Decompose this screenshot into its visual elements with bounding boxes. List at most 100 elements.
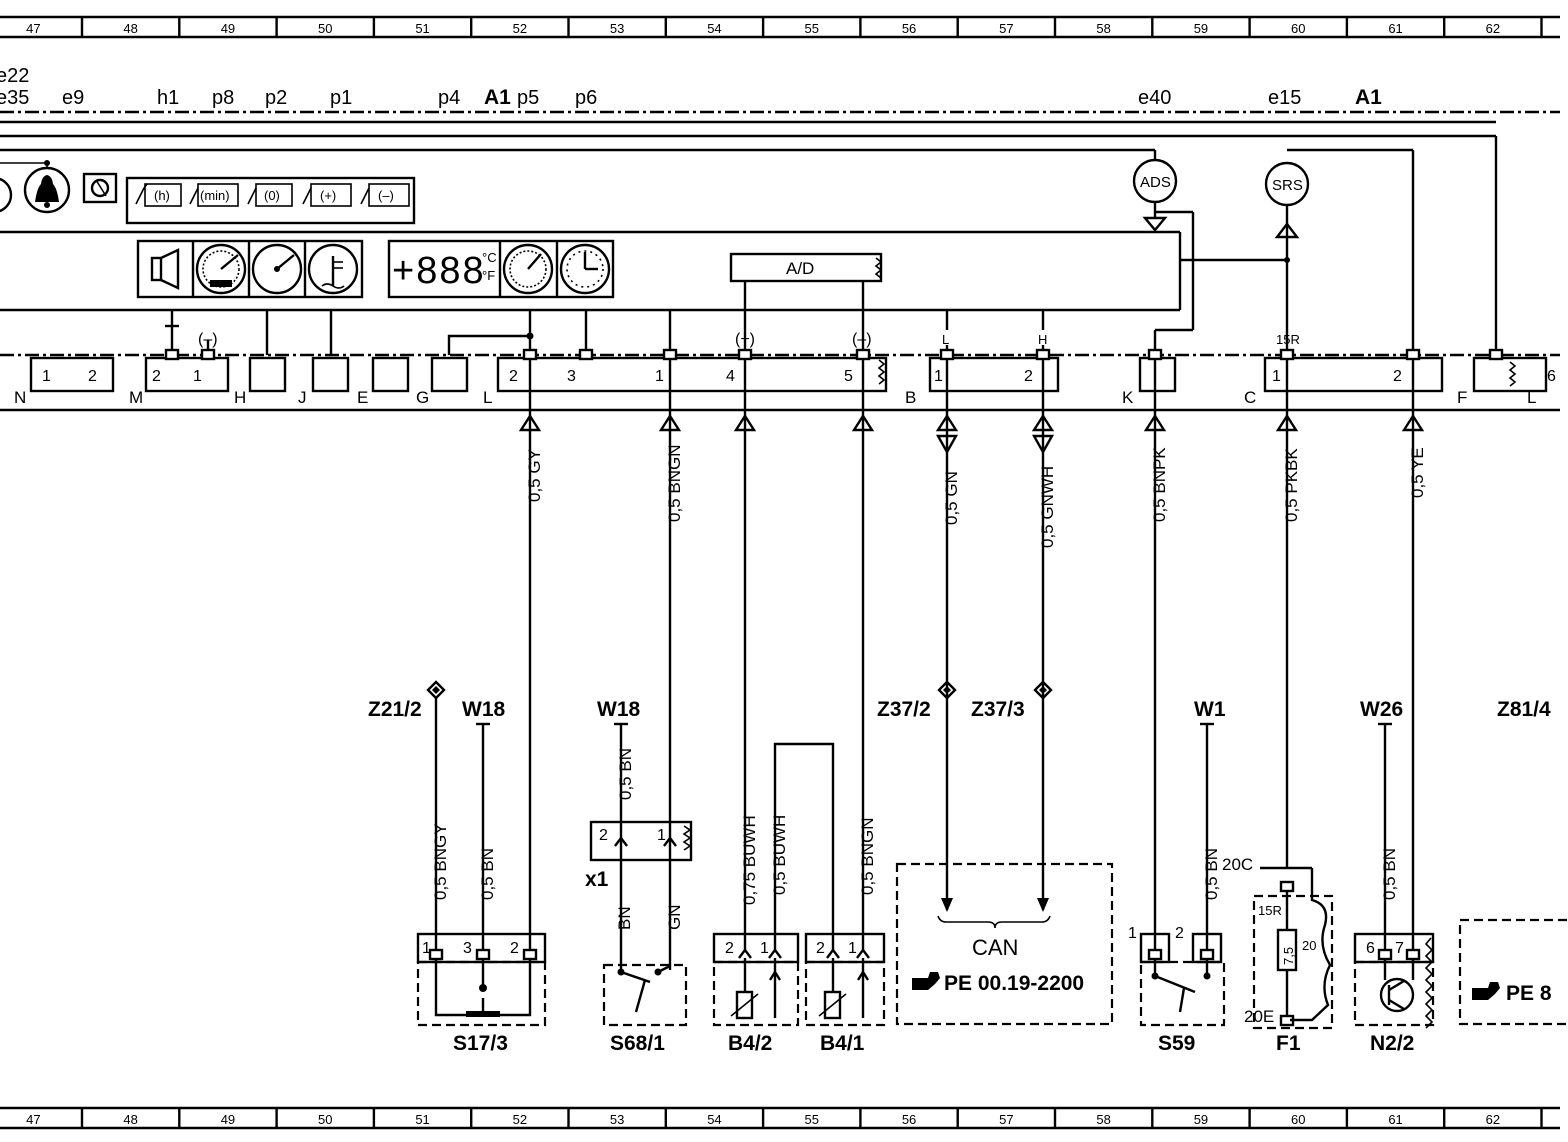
internal-15r: 15R xyxy=(1276,332,1300,347)
srs-label: SRS xyxy=(1272,177,1303,194)
connector-row: N 1 2 M 2 1 H J E G L 2 3 xyxy=(0,348,1560,412)
b4-2-label: B4/2 xyxy=(728,1032,772,1055)
b4-2-pin1: 1 xyxy=(760,940,769,957)
ad-label: A/D xyxy=(786,259,814,278)
connector-c-pin2: 2 xyxy=(1393,368,1402,385)
ruler-top-number: 60 xyxy=(1291,21,1305,36)
wire-pkbk: 0,5 PKBK xyxy=(1282,448,1301,522)
ruler-top-number: 54 xyxy=(707,21,721,36)
wire-bngn-b41: 0,5 BNGN xyxy=(858,818,877,895)
can-ref: PE 00.19-2200 xyxy=(944,972,1084,995)
bell-icon xyxy=(0,160,71,214)
b4-1-group: 0,5 BNGN 2 1 B4/1 xyxy=(804,818,886,1055)
ruler-top-number: 62 xyxy=(1486,21,1500,36)
instrument-cluster: (h) (min) (0) (+) (–) xyxy=(0,148,1415,355)
ruler-top-number: 47 xyxy=(26,21,40,36)
connector-g-label: G xyxy=(416,388,429,407)
wire-bngn: 0,5 BNGN xyxy=(665,445,684,522)
ground-ref-z37-2: Z37/2 xyxy=(877,698,931,721)
b4-2-pin2: 2 xyxy=(725,940,734,957)
warning-lamp-icon xyxy=(0,177,13,213)
ruler-bottom-number: 52 xyxy=(513,1112,527,1127)
internal-plus: (+) xyxy=(735,331,755,348)
button-hours[interactable]: (h) xyxy=(135,183,182,207)
wire-buwh-075: 0,75 BUWH xyxy=(740,815,759,905)
connector-j-label: J xyxy=(298,388,307,407)
button-zero[interactable]: (0) xyxy=(247,183,293,207)
s17-3-label: S17/3 xyxy=(453,1032,508,1055)
connector-f: F L 6 xyxy=(1457,356,1556,407)
button-minus[interactable]: (–) xyxy=(360,183,410,207)
connector-k-label: K xyxy=(1122,388,1134,407)
ground-ref-z37-3: Z37/3 xyxy=(971,698,1025,721)
connector-n-label: N xyxy=(14,388,26,407)
n2-2-pin6: 6 xyxy=(1366,940,1375,957)
temperature-display: +888 xyxy=(392,250,486,292)
ruler-bottom-number: 48 xyxy=(123,1112,137,1127)
signal-row: e22 e35 e9 h1 p8 p2 p1 p4 A1 p5 p6 e40 e… xyxy=(0,65,1560,355)
signal-e35: e35 xyxy=(0,87,29,109)
connector-m-pin2: 2 xyxy=(152,368,161,385)
right-edge-group: Z81/4 PE 8 xyxy=(1458,698,1568,1026)
connector-l: L 2 3 1 4 5 xyxy=(483,356,888,407)
harness-wires: 0,5 GY 0,5 BNGN 0,5 GN 0,5 GNWH 0,5 BNPK xyxy=(518,359,1427,952)
connector-k: K xyxy=(1122,356,1177,407)
wire-bn-n22: 0,5 BN xyxy=(1380,848,1399,900)
button-hours-label: (h) xyxy=(154,188,170,203)
ruler-bottom-number: 58 xyxy=(1096,1112,1110,1127)
connector-b-pin2: 2 xyxy=(1024,368,1033,385)
ruler-bottom-number: 59 xyxy=(1194,1112,1208,1127)
button-minutes[interactable]: (min) xyxy=(189,183,239,207)
b4-2-group: 0,75 BUWH 0,5 BUWH 2 1 B4/2 xyxy=(712,742,835,1055)
ground-ref-w26: W26 xyxy=(1360,698,1403,721)
wire-gn: 0,5 GN xyxy=(942,471,961,525)
connector-l-pin2: 2 xyxy=(509,368,518,385)
connector-b-label: B xyxy=(905,388,916,407)
f1-15r: 15R xyxy=(1258,903,1282,918)
ground-ref-w1: W1 xyxy=(1194,698,1226,721)
s68-1-group: W18 0,5 BN 2 1 x1 BN GN S68/1 xyxy=(585,698,693,1055)
connector-l2-pin6: 6 xyxy=(1547,368,1556,385)
s68-1-label: S68/1 xyxy=(610,1032,665,1055)
button-strip: (h) (min) (0) (+) (–) xyxy=(125,176,416,225)
signal-a1-right: A1 xyxy=(1355,86,1382,109)
ads-module: ADS xyxy=(1132,158,1195,355)
wire-bn-s17: 0,5 BN xyxy=(478,848,497,900)
connector-l-pin3: 3 xyxy=(567,368,576,385)
n2-2-group: W26 0,5 BN 6 7 N2/2 xyxy=(1353,698,1435,1055)
button-plus[interactable]: (+) xyxy=(302,183,352,207)
ruler-top-number: 59 xyxy=(1194,21,1208,36)
clock-icon xyxy=(559,243,611,295)
ruler-bottom-number: 57 xyxy=(999,1112,1013,1127)
connector-l2-label: L xyxy=(1527,388,1536,407)
connector-n-pin1: 1 xyxy=(42,368,51,385)
wire-bngy: 0,5 BNGY xyxy=(431,823,450,900)
ruler-top-number: 61 xyxy=(1388,21,1402,36)
b4-1-label: B4/1 xyxy=(820,1032,865,1055)
f1-fuse-no: 20 xyxy=(1302,938,1316,953)
wire-buwh-05: 0,5 BUWH xyxy=(770,815,789,895)
ruler-top-number: 49 xyxy=(221,21,235,36)
ruler-bottom-number: 47 xyxy=(26,1112,40,1127)
button-minutes-label: (min) xyxy=(200,188,230,203)
signal-p4: p4 xyxy=(438,87,460,109)
connector-c-pin1: 1 xyxy=(1272,368,1281,385)
b4-1-pin2: 2 xyxy=(816,940,825,957)
can-group: Z37/2 Z37/3 CAN PE 00.19-2200 xyxy=(877,680,1114,1026)
x1-pin2: 2 xyxy=(599,827,608,844)
connector-e-label: E xyxy=(357,388,368,407)
wire-bn-s59: 0,5 BN xyxy=(1202,848,1221,900)
connector-j: J xyxy=(298,356,350,407)
s17-3-pin1: 1 xyxy=(422,940,431,957)
x1-gn: GN xyxy=(665,905,684,931)
ruler-bottom-number: 62 xyxy=(1486,1112,1500,1127)
connector-c-label: C xyxy=(1244,388,1256,407)
connector-f-label: F xyxy=(1457,388,1467,407)
ground-ref-w18-a: W18 xyxy=(462,698,506,721)
x1-bn: BN xyxy=(615,906,634,930)
speaker-icon xyxy=(150,248,180,290)
internal-pins: (–) (+) (–) L H 15R xyxy=(165,310,1300,355)
connector-l-pin5: 5 xyxy=(844,368,853,385)
ruler-top-number: 48 xyxy=(123,21,137,36)
